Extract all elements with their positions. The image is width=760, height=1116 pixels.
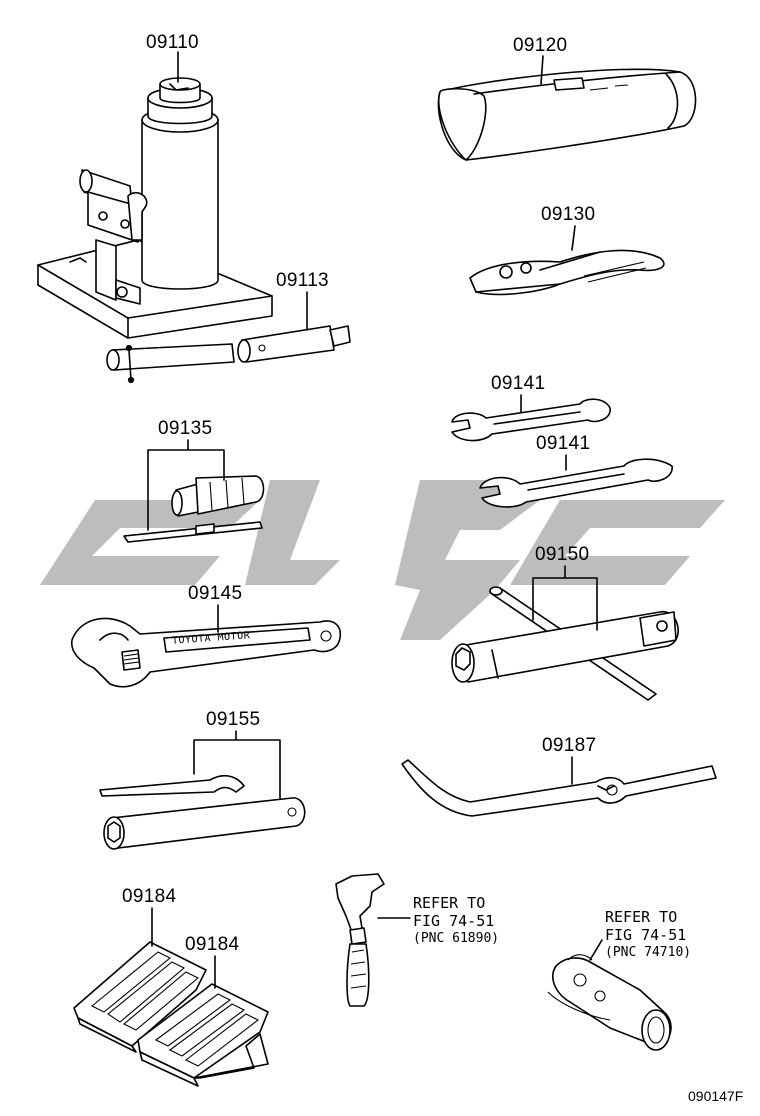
reference-1-line-1: REFER TO — [413, 894, 486, 912]
crank-handle[interactable] — [401, 759, 717, 817]
bottle-jack[interactable] — [37, 77, 273, 339]
part-label-09141-large[interactable]: 09141 — [536, 433, 591, 454]
reference-note-2[interactable]: REFER TO FIG 74-51 (PNC 74710) — [605, 908, 691, 962]
part-label-09141-small[interactable]: 09141 — [491, 373, 546, 394]
open-end-wrench-large[interactable] — [479, 458, 673, 508]
reference-note-1[interactable]: REFER TO FIG 74-51 (PNC 61890) — [413, 894, 499, 948]
referenced-tool-1[interactable] — [335, 873, 385, 1007]
lug-nut-wrench[interactable] — [451, 586, 679, 701]
reference-1-line-2: FIG 74-51 — [413, 912, 495, 930]
watermark-logo — [40, 480, 725, 640]
spark-plug-wrench[interactable] — [99, 775, 306, 850]
wheel-chock-left[interactable] — [73, 941, 207, 1053]
part-label-09187[interactable]: 09187 — [542, 735, 597, 756]
adjustable-wrench[interactable] — [70, 617, 342, 688]
part-label-09135[interactable]: 09135 — [158, 418, 213, 439]
reference-1-line-3: (PNC 61890) — [413, 931, 500, 946]
part-label-09120[interactable]: 09120 — [513, 35, 568, 56]
jack-handle[interactable] — [106, 325, 351, 384]
diagram-code: 090147F — [688, 1088, 744, 1104]
part-label-09155[interactable]: 09155 — [206, 709, 261, 730]
pliers[interactable] — [469, 249, 665, 296]
reference-2-line-3: (PNC 74710) — [605, 945, 692, 960]
open-end-wrench-small[interactable] — [451, 398, 611, 442]
leader-lines — [147, 51, 603, 989]
part-label-09130[interactable]: 09130 — [541, 204, 596, 225]
part-label-09145[interactable]: 09145 — [188, 583, 243, 604]
part-label-09110[interactable]: 09110 — [146, 32, 199, 53]
part-label-09113[interactable]: 09113 — [276, 270, 329, 291]
part-label-09150[interactable]: 09150 — [535, 544, 590, 565]
reference-2-line-2: FIG 74-51 — [605, 926, 687, 944]
part-label-09184-right[interactable]: 09184 — [185, 934, 240, 955]
screwdriver[interactable] — [123, 475, 265, 543]
tool-bag[interactable] — [437, 68, 697, 161]
reference-2-line-1: REFER TO — [605, 908, 678, 926]
part-label-09184-left[interactable]: 09184 — [122, 886, 177, 907]
wheel-chock-right[interactable] — [137, 983, 269, 1087]
referenced-assembly-2[interactable] — [547, 954, 672, 1051]
